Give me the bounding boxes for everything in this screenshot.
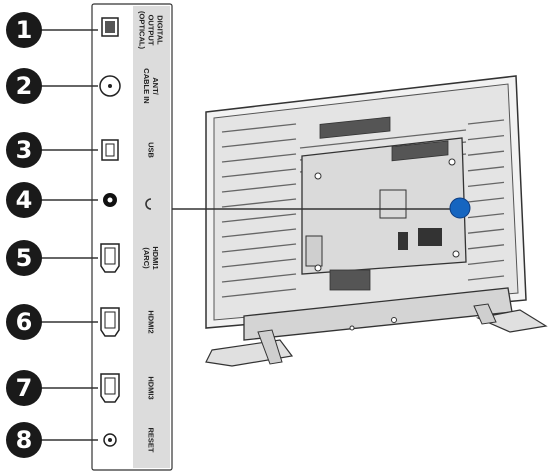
vent-rib xyxy=(221,198,297,208)
hdmi-port-icon xyxy=(100,307,120,337)
module-label-area xyxy=(379,189,407,219)
port-label-6: HDMI2 xyxy=(147,310,156,333)
port-label-line: USB xyxy=(147,142,156,158)
port-label-7: HDMI3 xyxy=(147,376,156,399)
port-label-1: DIGITALOUTPUT(OPTICAL) xyxy=(138,11,165,49)
port-label-8: RESET xyxy=(147,427,156,452)
vent-rib xyxy=(467,150,505,156)
port-label-line: (ARC) xyxy=(142,247,151,269)
port-strip xyxy=(91,3,173,471)
number-badge-text: 5 xyxy=(16,244,33,272)
port-label-line: OUTPUT xyxy=(147,15,156,46)
grille-left xyxy=(319,116,391,139)
reset-button-icon xyxy=(103,433,117,447)
vent-rib xyxy=(467,166,505,172)
headphone-icon xyxy=(145,198,152,210)
number-badges: 1 2 3 4 5 6 7 8 xyxy=(6,12,98,458)
optical-port-icon xyxy=(101,17,119,37)
screw-hole xyxy=(314,172,322,180)
number-badge-6 xyxy=(6,304,42,340)
number-badge-7 xyxy=(6,370,42,406)
vent-rib xyxy=(467,119,505,125)
port-label-line: ANT/ xyxy=(151,77,160,95)
screw-holes xyxy=(314,158,460,331)
vent-rib xyxy=(299,129,467,149)
number-badge-2 xyxy=(6,68,42,104)
number-badge-8 xyxy=(6,422,42,458)
module-port-a xyxy=(398,232,408,250)
vent-rib xyxy=(467,212,505,219)
stand-neck-left xyxy=(257,329,283,365)
screw-hole xyxy=(452,250,460,258)
port-label-line: HDMI1 xyxy=(151,246,160,269)
number-badge-text: 7 xyxy=(16,374,33,402)
port-labels: DIGITALOUTPUT(OPTICAL) ANT/CABLE IN USB HDM… xyxy=(138,11,165,453)
lower-grille xyxy=(329,269,371,291)
port-label-line: DIGITAL xyxy=(156,15,165,45)
stand-foot-right xyxy=(475,309,548,333)
vent-rib xyxy=(467,228,505,234)
number-badge-text: 2 xyxy=(16,72,33,100)
screw-hole xyxy=(391,317,397,323)
rear-module xyxy=(301,137,467,275)
port-label-line: RESET xyxy=(147,427,156,452)
module-port-b xyxy=(418,228,442,246)
number-badge-text: 3 xyxy=(16,136,33,164)
headphone-jack-icon xyxy=(103,193,152,210)
vent-rib xyxy=(221,153,297,163)
vent-rib xyxy=(467,275,505,281)
vent-rib xyxy=(221,183,297,193)
vent-rib xyxy=(221,213,297,223)
stand-neck-right xyxy=(473,303,497,325)
tv-rear-view xyxy=(172,75,548,367)
vent-rib xyxy=(467,259,505,266)
number-badge-5 xyxy=(6,240,42,276)
screw-hole xyxy=(349,325,355,331)
hdmi-port-icon xyxy=(100,373,120,403)
port-label-line: CABLE IN xyxy=(142,68,151,103)
vent-rib xyxy=(221,123,297,133)
vent-rib xyxy=(221,138,297,148)
vent-rib xyxy=(467,197,505,203)
port-label-line: (OPTICAL) xyxy=(138,11,147,49)
vent-rib xyxy=(221,228,297,238)
number-badge-1 xyxy=(6,12,42,48)
hdmi-port-icon xyxy=(100,243,120,273)
usb-port-icon xyxy=(101,139,119,161)
vent-rib xyxy=(467,181,505,188)
number-badge-text: 6 xyxy=(16,308,33,336)
screw-hole xyxy=(314,264,322,272)
number-badge-text: 8 xyxy=(16,426,33,454)
vent-rib xyxy=(221,273,297,283)
screw-hole xyxy=(448,158,456,166)
port-label-5: HDMI1(ARC) xyxy=(142,246,160,269)
callout-dot xyxy=(449,197,471,219)
label-band xyxy=(133,6,170,468)
number-badge-4 xyxy=(6,182,42,218)
top-grille xyxy=(319,116,449,162)
port-icons xyxy=(99,17,152,447)
number-badge-text: 4 xyxy=(16,186,33,214)
port-label-line: HDMI3 xyxy=(147,376,156,399)
vent-rib xyxy=(221,288,297,298)
vent-rib xyxy=(221,243,297,253)
grille-right xyxy=(391,140,449,162)
vent-rib xyxy=(221,258,297,268)
port-label-line: HDMI2 xyxy=(147,310,156,333)
vent-rib xyxy=(221,168,297,178)
number-badge-text: 1 xyxy=(16,16,33,44)
port-label-3: USB xyxy=(147,142,156,158)
port-label-2: ANT/CABLE IN xyxy=(142,68,160,103)
number-badge-3 xyxy=(6,132,42,168)
vent-rib xyxy=(467,244,505,250)
vent-rib xyxy=(467,134,505,141)
side-port-cover xyxy=(305,235,323,267)
coax-port-icon xyxy=(99,75,121,97)
